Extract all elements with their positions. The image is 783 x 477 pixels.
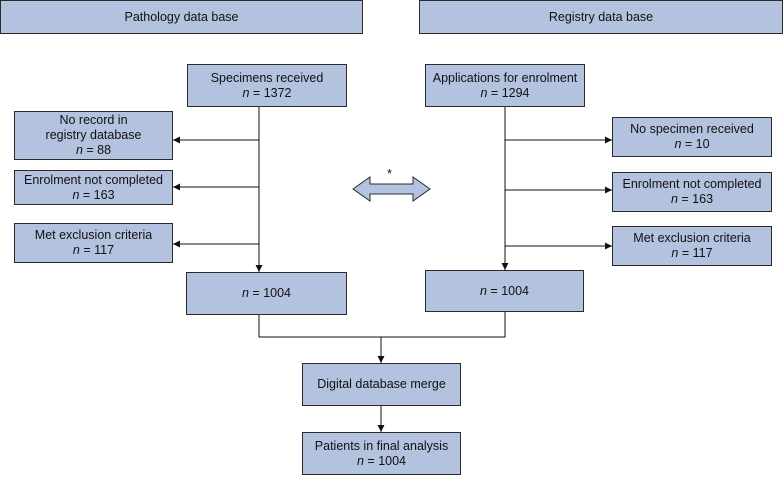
- specimens-received-box: Specimens received n = 1372: [187, 64, 347, 107]
- no-specimen-box: No specimen received n = 10: [612, 117, 772, 157]
- specimens-received-count: n = 1372: [242, 85, 292, 100]
- final-analysis-label: Patients in final analysis: [314, 438, 449, 453]
- right-final-count: n = 1004: [479, 283, 529, 298]
- database-merge-box: Digital database merge: [302, 363, 461, 406]
- right-exclusion-box: Met exclusion criteria n = 117: [612, 226, 772, 266]
- merge-join-line: [258, 312, 506, 338]
- final-analysis-box: Patients in final analysis n = 1004: [302, 432, 461, 475]
- right-final-box: n = 1004: [425, 270, 584, 312]
- specimens-received-label: Specimens received: [210, 70, 324, 85]
- registry-header: Registry data base: [419, 0, 783, 34]
- pathology-header: Pathology data base: [0, 0, 363, 34]
- applications-count: n = 1294: [480, 85, 530, 100]
- left-final-count: n = 1004: [241, 286, 291, 300]
- no-specimen-count: n = 10: [674, 137, 710, 151]
- right-exclusion-label: Met exclusion criteria: [633, 231, 751, 245]
- no-record-label-2: registry database: [45, 128, 142, 142]
- right-enrolment-not-completed-box: Enrolment not completed n = 163: [612, 172, 772, 212]
- left-enrolment-label: Enrolment not completed: [24, 172, 163, 187]
- applications-label: Applications for enrolment: [432, 70, 578, 85]
- no-record-label-1: No record in: [59, 113, 128, 127]
- right-enrolment-label: Enrolment not completed: [622, 177, 762, 191]
- left-final-box: n = 1004: [186, 272, 347, 315]
- no-specimen-label: No specimen received: [630, 122, 754, 136]
- left-enrolment-count: n = 163: [72, 187, 115, 202]
- left-exclusion-box: Met exclusion criteria n = 117: [14, 223, 173, 263]
- asterisk-mark: *: [387, 166, 393, 181]
- applications-box: Applications for enrolment n = 1294: [425, 64, 585, 107]
- database-merge-label: Digital database merge: [317, 377, 446, 391]
- no-record-count: n = 88: [75, 143, 112, 157]
- final-analysis-count: n = 1004: [356, 453, 406, 468]
- left-enrolment-not-completed-box: Enrolment not completed n = 163: [14, 170, 173, 205]
- left-exclusion-count: n = 117: [72, 243, 115, 257]
- no-record-box: No record in registry database n = 88: [14, 111, 173, 160]
- left-exclusion-label: Met exclusion criteria: [34, 228, 153, 242]
- right-enrolment-count: n = 163: [670, 192, 714, 206]
- double-arrow-icon: [352, 176, 431, 202]
- registry-header-label: Registry data base: [548, 9, 654, 24]
- pathology-header-label: Pathology data base: [124, 9, 239, 24]
- right-exclusion-count: n = 117: [671, 246, 713, 260]
